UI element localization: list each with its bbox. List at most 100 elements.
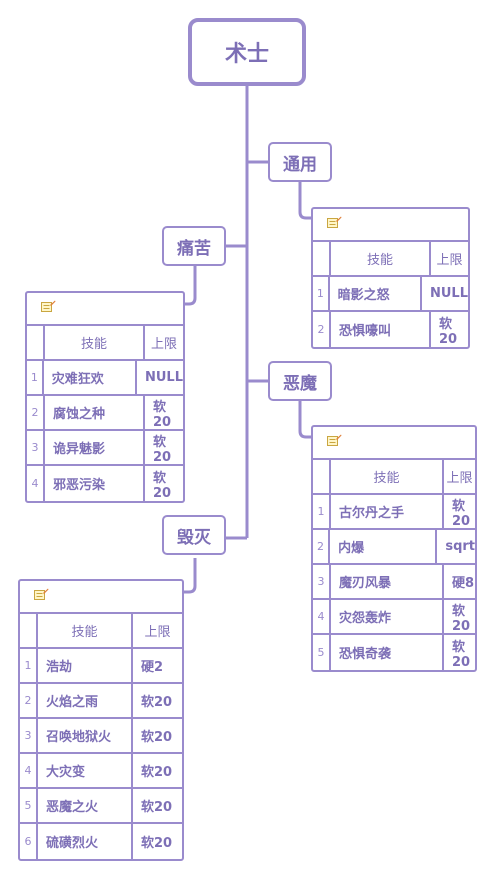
skill-limit: 软20 [141, 836, 173, 851]
table-title-bar [313, 209, 468, 242]
row-index: 1 [20, 649, 38, 682]
skill-limit: 软20 [153, 399, 172, 430]
table-header-row: 技能上限 [313, 460, 475, 495]
skill-limit: 软20 [141, 730, 173, 745]
header-skill: 技能 [45, 326, 145, 359]
skill-limit: NULL [144, 370, 183, 385]
row-index: 1 [27, 361, 44, 394]
root-label: 术士 [224, 42, 269, 67]
header-index-cell [20, 614, 38, 647]
header-skill: 技能 [331, 242, 431, 275]
table-title-bar [20, 581, 182, 614]
skill-limit: 软20 [141, 695, 173, 710]
header-limit: 上限 [436, 253, 463, 268]
row-index: 3 [27, 431, 45, 464]
table-header-row: 技能上限 [27, 326, 183, 361]
branch-node-destruction[interactable]: 毁灭 [162, 515, 226, 555]
header-index-cell [313, 242, 331, 275]
row-index: 2 [313, 312, 331, 347]
skill-name: 硫磺烈火 [38, 824, 133, 859]
row-index: 1 [313, 277, 330, 310]
skill-limit: 软20 [452, 603, 471, 634]
skill-limit: sqrt [445, 539, 475, 554]
skill-name: 暗影之怒 [330, 277, 422, 310]
skill-limit: 软20 [452, 498, 471, 529]
row-index: 5 [313, 635, 331, 670]
skill-name: 召唤地狱火 [38, 719, 133, 752]
skill-name: 魔刃风暴 [331, 565, 444, 598]
header-limit: 上限 [150, 337, 177, 352]
skill-name: 古尔丹之手 [331, 495, 444, 528]
skill-name: 灾难狂欢 [44, 361, 137, 394]
skill-name: 诡异魅影 [45, 431, 145, 464]
branch-node-general[interactable]: 通用 [268, 142, 332, 182]
table-header-row: 技能上限 [20, 614, 182, 649]
note-icon [327, 434, 342, 446]
table-header-row: 技能上限 [313, 242, 468, 277]
skill-name: 大灾变 [38, 754, 133, 787]
skill-name: 恐惧嚎叫 [331, 312, 431, 347]
skill-name: 恐惧奇袭 [331, 635, 444, 670]
skill-name: 灾怨轰炸 [331, 600, 444, 633]
skill-name: 浩劫 [38, 649, 133, 682]
skill-limit: NULL [429, 286, 468, 301]
header-skill: 技能 [38, 614, 133, 647]
header-index-cell [313, 460, 331, 493]
branch-label: 毁灭 [177, 527, 211, 548]
skill-limit: 软20 [452, 639, 471, 670]
skill-name: 内爆 [330, 530, 438, 563]
table-title-bar [313, 427, 475, 460]
skill-name: 邪恶污染 [45, 466, 145, 501]
branch-label: 恶魔 [283, 373, 317, 394]
row-index: 3 [20, 719, 38, 752]
header-index-cell [27, 326, 45, 359]
skill-name: 恶魔之火 [38, 789, 133, 822]
skill-name: 腐蚀之种 [45, 396, 145, 429]
branch-label: 通用 [283, 154, 317, 175]
row-index: 2 [27, 396, 45, 429]
skill-limit: 软20 [153, 434, 172, 465]
skill-limit: 软20 [439, 316, 458, 347]
header-limit: 上限 [144, 625, 171, 640]
row-index: 2 [313, 530, 331, 563]
skill-limit: 硬8 [452, 576, 475, 591]
root-node[interactable]: 术士 [188, 18, 306, 86]
row-index: 2 [20, 684, 38, 717]
note-icon [327, 216, 342, 228]
skill-limit: 软20 [141, 765, 173, 780]
row-index: 4 [313, 600, 331, 633]
skill-limit: 软20 [153, 470, 172, 501]
branch-node-affliction[interactable]: 痛苦 [162, 226, 226, 266]
skill-limit: 硬2 [141, 660, 164, 675]
skill-limit: 软20 [141, 800, 173, 815]
note-icon [34, 588, 49, 600]
row-index: 4 [20, 754, 38, 787]
note-icon [41, 300, 56, 312]
branch-label: 痛苦 [177, 238, 211, 259]
row-index: 6 [20, 824, 38, 859]
skill-name: 火焰之雨 [38, 684, 133, 717]
branch-node-demonology[interactable]: 恶魔 [268, 361, 332, 401]
